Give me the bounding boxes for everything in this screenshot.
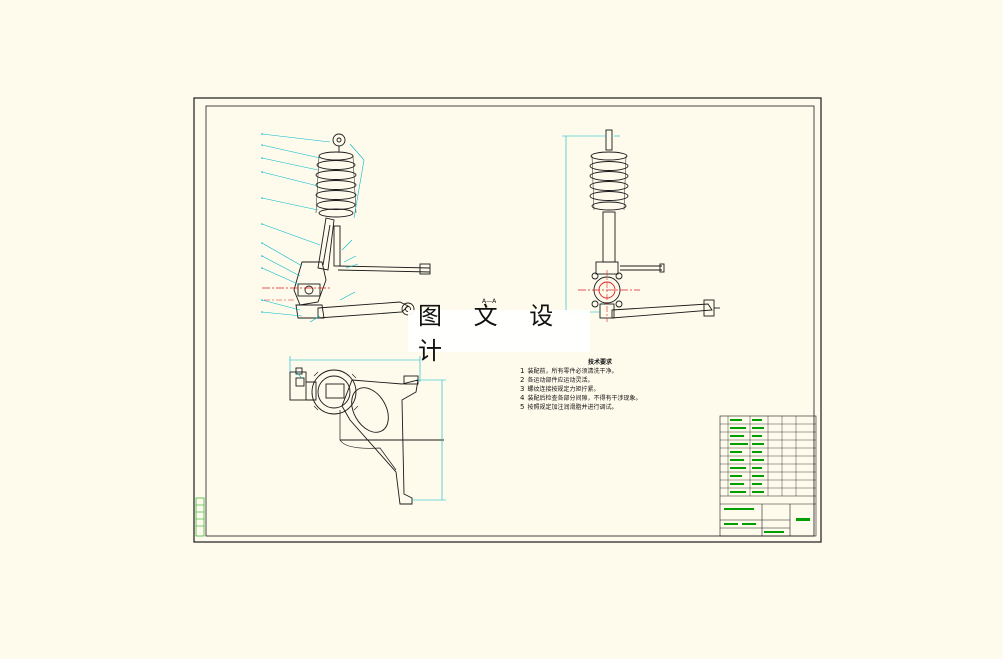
parts-list-grid [720,416,816,496]
note-number: 2 [520,376,525,384]
side-view-suspension [589,129,720,319]
note-text: 装配前，所有零件必须清洗干净。 [527,368,618,375]
parts-list-entries [724,419,810,533]
inner-sheet-border [205,105,815,537]
note-number: 3 [520,385,525,393]
front-view-leaders [261,133,365,323]
front-view-leader-dots [261,133,263,313]
technical-requirements-title: 技术要求 [587,359,612,366]
front-view-suspension [293,133,431,319]
section-label: A—A [482,298,497,305]
outer-sheet-border [193,97,822,543]
side-view-dimension [562,135,620,313]
note-number: 4 [520,394,525,402]
bottom-view-dimensions [289,356,446,501]
watermark-banner: 图 文 设 计 [408,302,590,365]
bottom-view-control-arm [289,367,444,505]
note-number: 1 [520,367,525,375]
note-text: 按照规定加注润滑脂并进行调试。 [527,404,618,411]
note-text: 装配后检查各部分间隙，不得有干涉现象。 [527,395,642,402]
note-text: 螺纹连接按规定力矩拧紧。 [527,386,600,393]
binding-strip [195,497,205,537]
note-text: 各运动部件应运动灵活。 [527,377,594,384]
note-number: 5 [520,403,525,411]
